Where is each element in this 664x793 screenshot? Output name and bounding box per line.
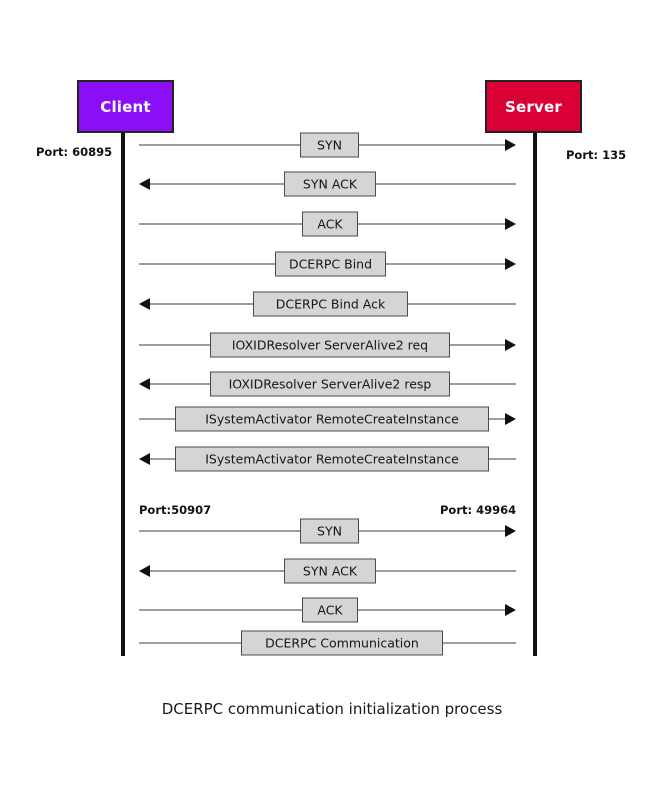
message-line-left-syn-2 (139, 530, 300, 532)
message-arrowhead-syn-ack-1 (139, 178, 150, 190)
message-line-right-ack-2 (358, 609, 505, 611)
message-label-ioxid-req[interactable]: IOXIDResolver ServerAlive2 req (210, 332, 450, 358)
message-line-left-isystem-resp (150, 458, 175, 460)
message-line-right-ioxid-resp (450, 383, 516, 385)
message-line-left-dcerpc-bind-ack (150, 303, 253, 305)
message-row-syn-1: SYN (0, 132, 664, 158)
message-line-left-ack-2 (139, 609, 302, 611)
message-line-left-isystem-req (139, 418, 175, 420)
message-line-left-ack-1 (139, 223, 302, 225)
message-label-syn-ack-1[interactable]: SYN ACK (284, 171, 376, 197)
message-row-syn-ack-1: SYN ACK (0, 171, 664, 197)
message-arrowhead-ioxid-resp (139, 378, 150, 390)
message-label-ioxid-resp[interactable]: IOXIDResolver ServerAlive2 resp (210, 371, 450, 397)
message-line-right-syn-ack-1 (376, 183, 516, 185)
message-line-right-syn-ack-2 (376, 570, 516, 572)
message-arrowhead-ack-1 (505, 218, 516, 230)
message-label-syn-2[interactable]: SYN (300, 518, 359, 544)
message-line-right-ack-1 (358, 223, 505, 225)
message-arrowhead-dcerpc-bind (505, 258, 516, 270)
message-row-syn-2: SYN (0, 518, 664, 544)
message-row-isystem-resp: ISystemActivator RemoteCreateInstance (0, 446, 664, 472)
message-arrowhead-syn-2 (505, 525, 516, 537)
actor-box-server: Server (485, 80, 582, 133)
message-line-left-syn-ack-2 (150, 570, 284, 572)
message-line-left-dcerpc-comm (139, 642, 241, 644)
message-line-left-ioxid-resp (150, 383, 210, 385)
message-label-isystem-resp[interactable]: ISystemActivator RemoteCreateInstance (175, 446, 489, 472)
message-line-right-isystem-req (489, 418, 505, 420)
message-row-ack-2: ACK (0, 597, 664, 623)
message-arrowhead-ack-2 (505, 604, 516, 616)
message-label-isystem-req[interactable]: ISystemActivator RemoteCreateInstance (175, 406, 489, 432)
port-label-server-port-2: Port: 49964 (440, 503, 517, 517)
message-row-ioxid-req: IOXIDResolver ServerAlive2 req (0, 332, 664, 358)
message-label-dcerpc-comm[interactable]: DCERPC Communication (241, 630, 443, 656)
message-arrowhead-ioxid-req (505, 339, 516, 351)
message-row-isystem-req: ISystemActivator RemoteCreateInstance (0, 406, 664, 432)
message-label-dcerpc-bind[interactable]: DCERPC Bind (275, 251, 386, 277)
message-arrowhead-dcerpc-bind-ack (139, 298, 150, 310)
message-line-right-syn-1 (359, 144, 505, 146)
message-label-syn-ack-2[interactable]: SYN ACK (284, 558, 376, 584)
message-line-right-syn-2 (359, 530, 505, 532)
lifeline-server (533, 133, 537, 656)
message-arrowhead-syn-ack-2 (139, 565, 150, 577)
message-row-ack-1: ACK (0, 211, 664, 237)
message-line-right-ioxid-req (450, 344, 505, 346)
message-line-right-dcerpc-comm (443, 642, 516, 644)
port-label-client-port-2: Port:50907 (139, 503, 212, 517)
message-row-dcerpc-comm: DCERPC Communication (0, 630, 664, 656)
message-row-syn-ack-2: SYN ACK (0, 558, 664, 584)
message-line-left-ioxid-req (139, 344, 210, 346)
actor-label-server: Server (505, 97, 562, 116)
message-label-dcerpc-bind-ack[interactable]: DCERPC Bind Ack (253, 291, 408, 317)
message-line-right-dcerpc-bind (386, 263, 505, 265)
message-row-dcerpc-bind-ack: DCERPC Bind Ack (0, 291, 664, 317)
message-arrowhead-isystem-resp (139, 453, 150, 465)
port-label-client-port-1: Port: 60895 (36, 145, 113, 159)
message-label-ack-2[interactable]: ACK (302, 597, 358, 623)
port-label-server-port-1: Port: 135 (566, 148, 627, 162)
message-line-left-dcerpc-bind (139, 263, 275, 265)
message-line-right-isystem-resp (489, 458, 516, 460)
message-row-ioxid-resp: IOXIDResolver ServerAlive2 resp (0, 371, 664, 397)
actor-box-client: Client (77, 80, 174, 133)
message-label-ack-1[interactable]: ACK (302, 211, 358, 237)
lifeline-client (121, 133, 125, 656)
message-row-dcerpc-bind: DCERPC Bind (0, 251, 664, 277)
message-line-right-dcerpc-bind-ack (408, 303, 516, 305)
diagram-caption: DCERPC communication initialization proc… (161, 700, 503, 718)
message-line-left-syn-ack-1 (150, 183, 284, 185)
message-line-left-syn-1 (139, 144, 300, 146)
message-arrowhead-syn-1 (505, 139, 516, 151)
message-arrowhead-isystem-req (505, 413, 516, 425)
message-label-syn-1[interactable]: SYN (300, 132, 359, 158)
actor-label-client: Client (100, 97, 151, 116)
